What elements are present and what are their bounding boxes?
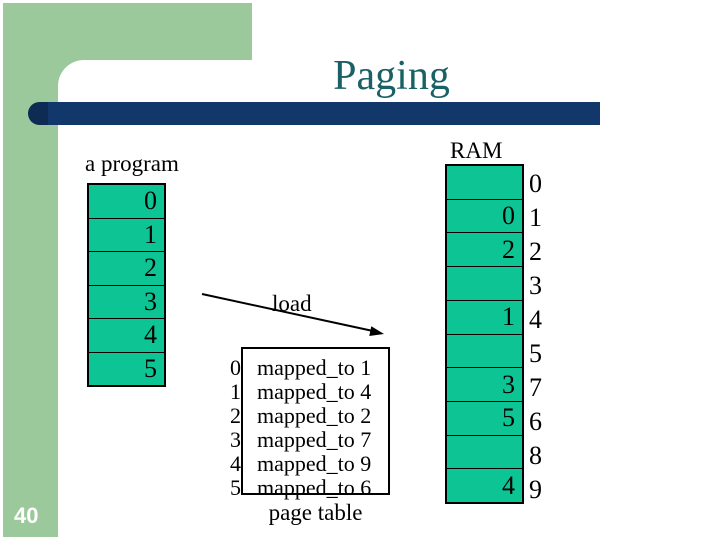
page-table-box: 0 mapped_to 1 1 mapped_to 4 2 mapped_to … [230,347,390,500]
page-table-row: 1 mapped_to 4 [230,379,388,404]
ram-cell [447,166,522,200]
ram-cell [447,335,522,369]
program-cell: 5 [144,353,157,383]
ram-cell: 1 [447,301,522,335]
page-table-row: 3 mapped_to 7 [230,427,388,452]
program-label: a program [85,151,179,176]
load-arrow-label: load [272,291,312,316]
pt-index: 3 [230,427,241,452]
ram-address: 7 [529,373,542,402]
ram-cell: 3 [447,368,522,402]
ram-address: 9 [529,475,542,504]
program-cell: 4 [89,319,164,353]
pt-mapping: mapped_to 7 [257,427,372,452]
pt-index: 5 [230,475,241,500]
pt-index: 0 [230,355,241,380]
ram-address: 3 [529,271,542,300]
ram-address: 4 [529,305,542,334]
ram-address: 6 [529,407,542,436]
ram-address: 1 [529,203,542,232]
ram-table: 0 2 1 3 5 4 [445,164,524,504]
page-table-row: 0 mapped_to 1 [230,355,388,380]
ram-cell: 5 [447,402,522,436]
ram-cell: 0 [447,200,522,234]
program-cell: 1 [89,219,164,252]
slide-page-number: 40 [14,503,39,528]
pt-mapping: mapped_to 6 [257,475,372,500]
ram-cell: 4 [502,470,515,500]
program-cell: 2 [89,252,164,286]
ram-address: 8 [529,441,542,470]
title-bar [28,102,600,125]
program-table: 0 1 2 3 4 5 [87,183,166,387]
page-table-row: 5 mapped_to 6 [230,475,388,500]
ram-label: RAM [450,138,503,163]
ram-cell [447,436,522,470]
pt-index: 1 [230,379,241,404]
pt-mapping: mapped_to 2 [257,403,372,428]
program-cell: 3 [89,286,164,319]
page-table-row: 2 mapped_to 2 [230,403,388,428]
pt-mapping: mapped_to 9 [257,451,372,476]
ram-address: 2 [529,237,542,266]
ram-address: 0 [529,169,542,198]
page-table-row: 4 mapped_to 9 [230,451,388,476]
pt-index: 2 [230,403,241,428]
pt-index: 4 [230,451,241,476]
ram-address-column: 0 1 2 3 4 5 7 6 8 9 [529,164,542,504]
pt-mapping: mapped_to 1 [257,355,372,380]
pt-mapping: mapped_to 4 [257,379,372,404]
sidebar-accent [3,3,59,537]
ram-cell: 2 [447,233,522,268]
page-table-caption: page table [268,500,363,525]
slide-title: Paging [333,53,450,99]
ram-cell [447,267,522,301]
ram-address: 5 [529,339,542,368]
page-table-rows: 0 mapped_to 1 1 mapped_to 4 2 mapped_to … [230,355,388,500]
program-cell: 0 [89,185,164,219]
